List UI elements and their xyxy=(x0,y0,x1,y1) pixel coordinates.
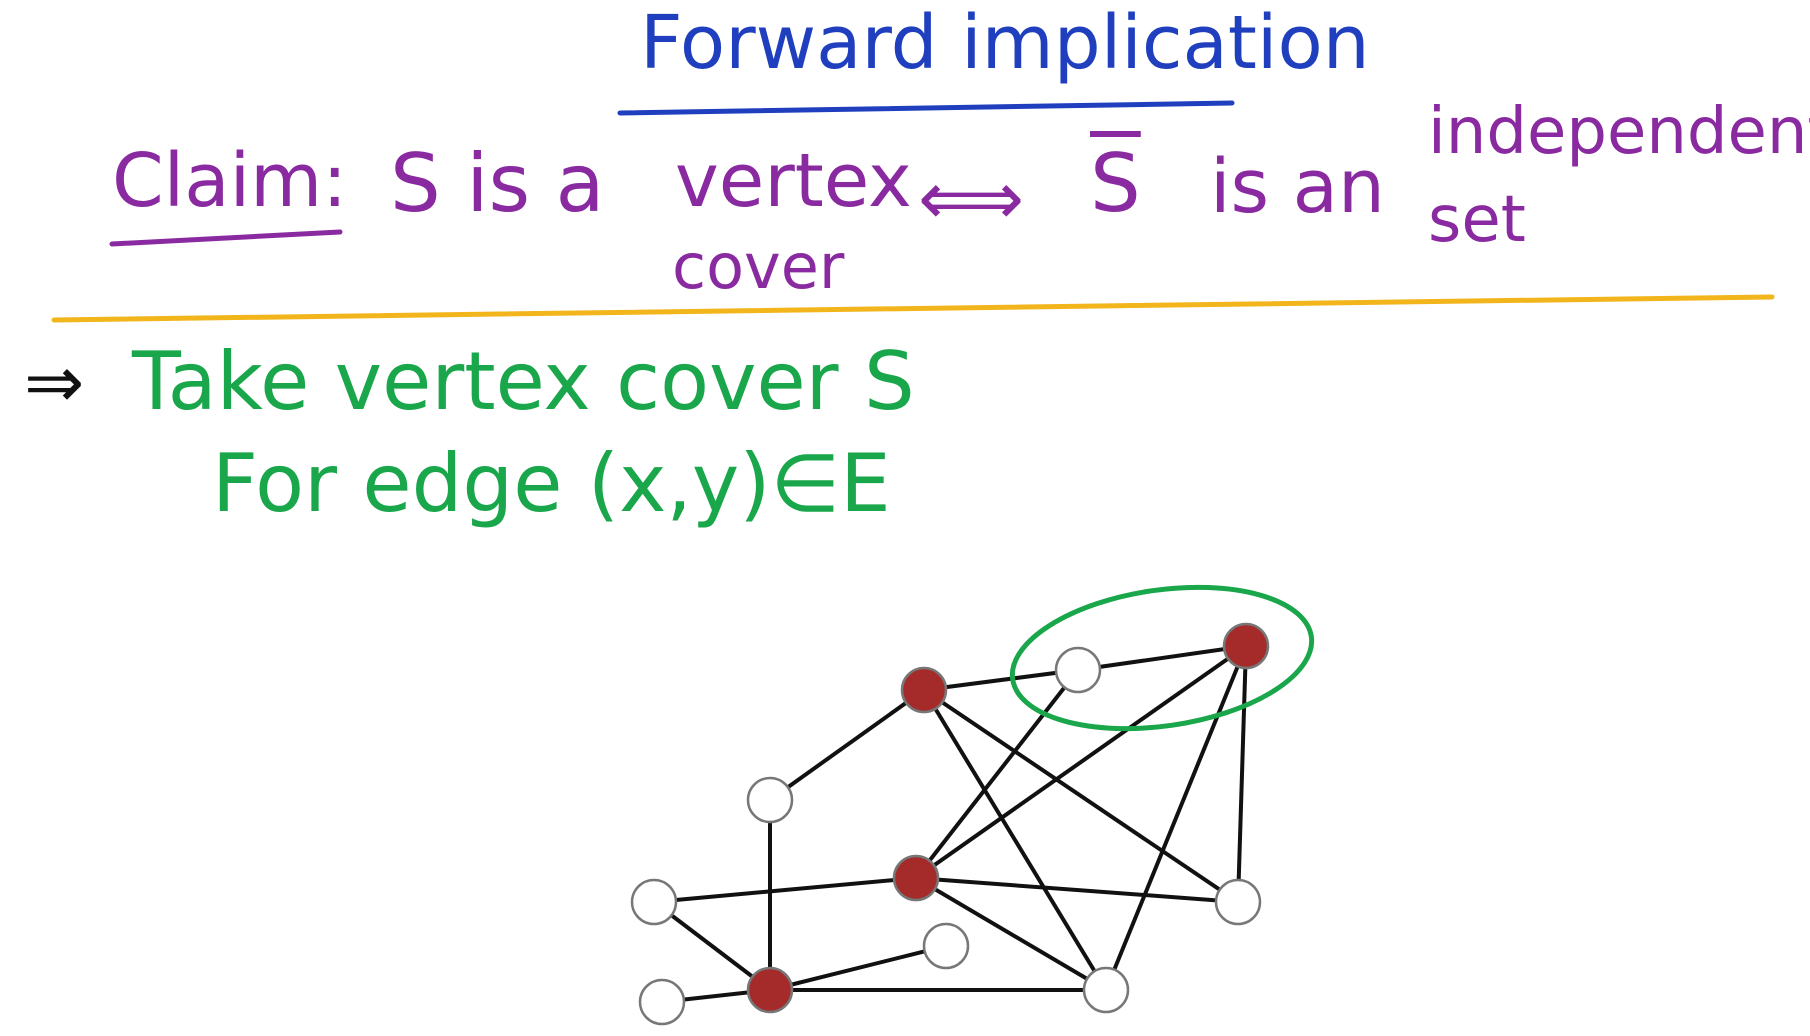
vertex-in-cover xyxy=(1222,622,1270,670)
vertex-not-in-cover xyxy=(1214,878,1262,926)
graph-edge xyxy=(914,668,1080,880)
graph-edge xyxy=(653,876,917,904)
graph-edge xyxy=(769,944,947,992)
vertex-not-in-cover xyxy=(746,776,794,824)
title-underline xyxy=(617,100,1235,116)
vertex-in-cover xyxy=(900,666,948,714)
vertex-not-in-cover xyxy=(1082,966,1130,1014)
claim-set-text: set xyxy=(1428,183,1526,257)
graph-edge xyxy=(914,644,1248,880)
highlight-ellipse xyxy=(1009,584,1315,732)
graph-edge xyxy=(923,668,1079,692)
claim-s-text: S is a xyxy=(390,137,605,230)
vertex-in-cover xyxy=(746,966,794,1014)
graph-edge xyxy=(1236,645,1248,903)
proof-line-2: For edge (x,y)∈E xyxy=(212,437,891,530)
graph-edge xyxy=(915,876,1239,904)
vertex-not-in-cover xyxy=(922,922,970,970)
claim-underline xyxy=(109,229,343,247)
graph-edge xyxy=(922,688,1108,992)
graph-edge xyxy=(652,900,772,992)
graph-edge xyxy=(768,688,926,802)
vertex-not-in-cover xyxy=(638,978,686,1026)
graph-edge xyxy=(1104,645,1248,991)
vertex-not-in-cover xyxy=(1054,646,1102,694)
claim-is-an-text: is an xyxy=(1210,144,1385,230)
separator-line xyxy=(51,294,1775,323)
graph-edge xyxy=(922,688,1240,904)
page-title: Forward implication xyxy=(640,0,1370,86)
claim-vertex-text: vertex xyxy=(675,138,912,224)
vertex-not-in-cover xyxy=(630,878,678,926)
claim-independent-text: independent xyxy=(1428,95,1810,169)
vertex-in-cover xyxy=(892,854,940,902)
implies-arrow: ⇒ xyxy=(24,340,85,424)
proof-line-1: Take vertex cover S xyxy=(132,335,915,428)
graph-edge xyxy=(914,876,1108,992)
claim-cover-text: cover xyxy=(672,230,845,303)
iff-symbol: ⟺ xyxy=(918,156,1025,242)
graph-edge xyxy=(1077,644,1247,672)
s-complement: S xyxy=(1090,137,1141,230)
claim-label: Claim: xyxy=(112,138,348,224)
